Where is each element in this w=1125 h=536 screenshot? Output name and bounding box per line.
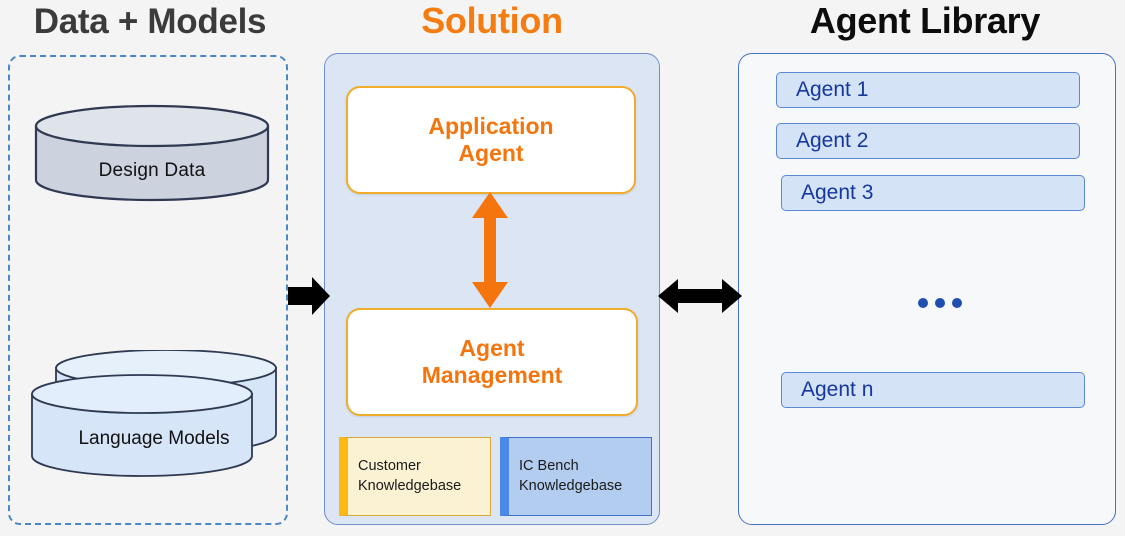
agent-library-item-1[interactable]: Agent 1 [776,72,1080,108]
database-cylinder-stack-icon [31,349,277,477]
page-title-agent-library: Agent Library [809,0,1041,41]
ellipsis-dot-1 [918,298,928,308]
agent-management-label-line1: Agent [459,334,525,361]
application-agent-label-line2: Agent [458,140,524,166]
ellipsis-dot-2 [935,298,945,308]
database-cylinder-design-data: Design Data [34,104,270,202]
agent-library-item-n-label: Agent n [801,378,874,401]
customer-knowledgebase-label-line2: Knowledgebase [358,477,462,494]
page-title-data-models: Data + Models [33,2,267,41]
application-agent-box[interactable]: Application Agent [346,86,636,194]
ic-bench-knowledgebase-box[interactable]: IC Bench Knowledgebase [500,437,652,516]
ic-bench-knowledgebase-label-line1: IC Bench [519,457,579,474]
agent-library-ellipsis-icon [918,298,962,308]
agent-library-item-2-label: Agent 2 [796,129,869,152]
agent-library-item-2[interactable]: Agent 2 [776,123,1080,159]
ellipsis-dot-3 [952,298,962,308]
agent-management-box[interactable]: Agent Management [346,308,638,416]
agent-library-item-n[interactable]: Agent n [781,372,1085,408]
page-title-solution: Solution [421,0,563,41]
customer-knowledgebase-label-line1: Customer [358,457,421,474]
ic-bench-knowledgebase-label-line2: Knowledgebase [519,477,623,494]
agent-library-item-3-label: Agent 3 [801,181,874,204]
agent-library-item-1-label: Agent 1 [796,78,869,101]
agent-library-item-3[interactable]: Agent 3 [781,175,1085,211]
database-cylinder-icon [34,104,270,202]
arrow-double-horizontal-icon-solution-to-library [658,279,742,313]
application-agent-label-line1: Application [428,112,554,139]
arrow-double-vertical-icon-application-to-management [472,192,508,308]
arrow-right-icon-data-to-solution [288,277,330,315]
agent-management-label-line2: Management [421,362,563,388]
customer-knowledgebase-box[interactable]: Customer Knowledgebase [339,437,491,516]
database-cylinder-language-models: Language Models [30,349,278,480]
